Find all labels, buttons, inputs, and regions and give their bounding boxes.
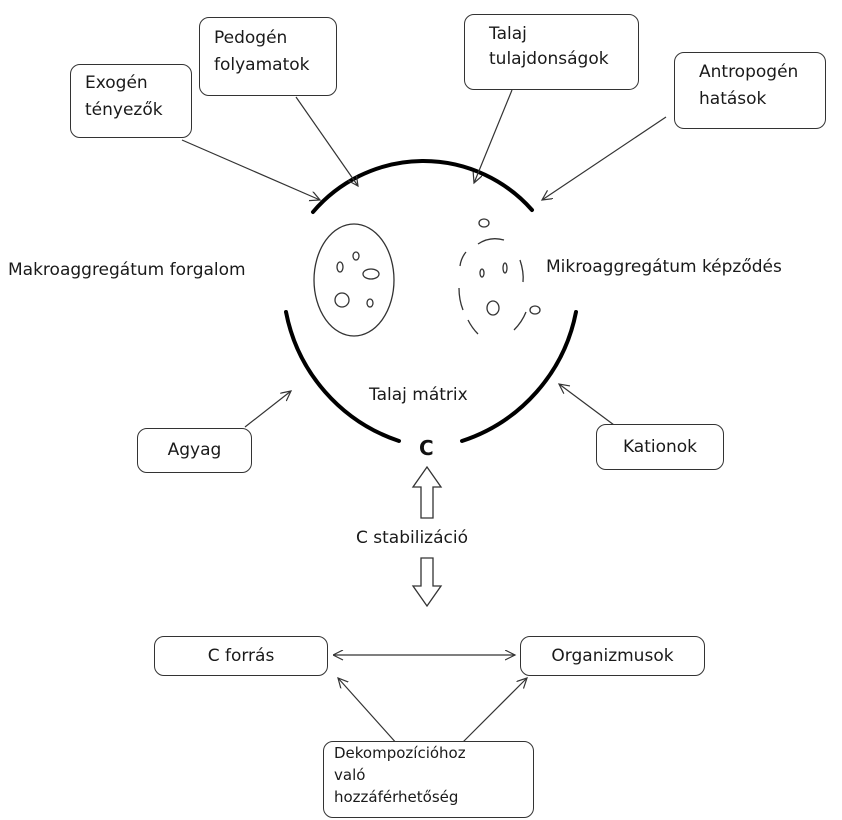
matrix-arc-right bbox=[460, 310, 578, 443]
arrow-dekomp-forras bbox=[338, 678, 399, 746]
label-c-stabilizacio: C stabilizáció bbox=[356, 528, 468, 548]
factor-box-antropogen: Antropogén hatások bbox=[674, 52, 826, 129]
label-mikroaggregatum: Mikroaggregátum képződés bbox=[546, 257, 782, 277]
organizmusok-label: Organizmusok bbox=[551, 645, 674, 666]
micro-arc bbox=[519, 259, 524, 283]
micro-particle bbox=[479, 268, 485, 278]
label-makroaggregatum: Makroaggregátum forgalom bbox=[8, 260, 246, 280]
macro-particle bbox=[352, 251, 360, 261]
arrow-agyag bbox=[244, 391, 291, 428]
factor-arrows bbox=[181, 89, 667, 428]
macro-particle bbox=[334, 292, 350, 308]
block-arrow-up bbox=[411, 465, 443, 519]
label-talaj-matrix: Talaj mátrix bbox=[369, 385, 468, 405]
arrow-antropogen bbox=[542, 116, 667, 200]
matrix-arc-left bbox=[284, 310, 401, 443]
factor-box-agyag: Agyag bbox=[137, 428, 252, 473]
factor-box-kationok: Kationok bbox=[596, 424, 724, 470]
carbon-symbol: C bbox=[419, 436, 434, 460]
box-organizmusok: Organizmusok bbox=[520, 636, 705, 676]
micro-arc bbox=[458, 287, 464, 311]
dekomp-line3: hozzáférhetőség bbox=[334, 787, 459, 806]
micro-particle bbox=[502, 262, 508, 274]
arrow-pedogen bbox=[295, 96, 358, 186]
factor-box-exogen: Exogén tényezők bbox=[70, 64, 192, 138]
agyag-label: Agyag bbox=[167, 440, 222, 461]
soil-matrix-circle bbox=[284, 159, 578, 443]
pedogen-line1: Pedogén bbox=[214, 28, 288, 48]
kationok-label: Kationok bbox=[622, 436, 698, 457]
dekomp-line2: való bbox=[334, 765, 366, 784]
block-arrow-down bbox=[411, 557, 443, 608]
microaggregate bbox=[458, 218, 541, 335]
factor-box-pedogen: Pedogén folyamatok bbox=[199, 17, 337, 96]
micro-arc bbox=[467, 319, 479, 335]
macro-particle bbox=[362, 268, 380, 280]
arrow-dekomp-organizmusok bbox=[459, 678, 527, 746]
talaj-line1: Talaj bbox=[489, 24, 527, 44]
macro-particle bbox=[336, 261, 344, 273]
c-forras-label: C forrás bbox=[207, 645, 275, 666]
bottom-arrows bbox=[333, 655, 527, 746]
micro-arc bbox=[477, 238, 505, 245]
factor-box-talaj-tulajdonsagok: Talaj tulajdonságok bbox=[464, 14, 639, 90]
micro-arc bbox=[459, 251, 467, 267]
dekomp-line1: Dekompozícióhoz bbox=[334, 744, 466, 762]
stabilization-arrows bbox=[411, 465, 443, 608]
exogen-line2: tényezők bbox=[85, 100, 163, 121]
box-dekompozicio: Dekompozícióhoz való hozzáférhetőség bbox=[323, 741, 534, 818]
arrow-exogen bbox=[181, 139, 320, 200]
pedogen-line2: folyamatok bbox=[214, 55, 310, 76]
micro-arc bbox=[513, 311, 527, 331]
box-c-forras: C forrás bbox=[154, 636, 328, 676]
exogen-line1: Exogén bbox=[85, 73, 148, 93]
micro-particle bbox=[529, 305, 541, 315]
antropogen-line2: hatások bbox=[699, 89, 767, 110]
micro-particle bbox=[486, 300, 500, 316]
talaj-line2: tulajdonságok bbox=[489, 49, 609, 70]
macroaggregate-ellipse bbox=[313, 223, 395, 337]
macro-particle bbox=[366, 298, 374, 308]
antropogen-line1: Antropogén bbox=[699, 62, 799, 82]
macroaggregate bbox=[313, 223, 395, 337]
arrow-kationok bbox=[559, 384, 615, 426]
arrow-talaj bbox=[474, 89, 513, 183]
micro-particle bbox=[478, 218, 490, 228]
matrix-arc-top bbox=[311, 159, 534, 214]
